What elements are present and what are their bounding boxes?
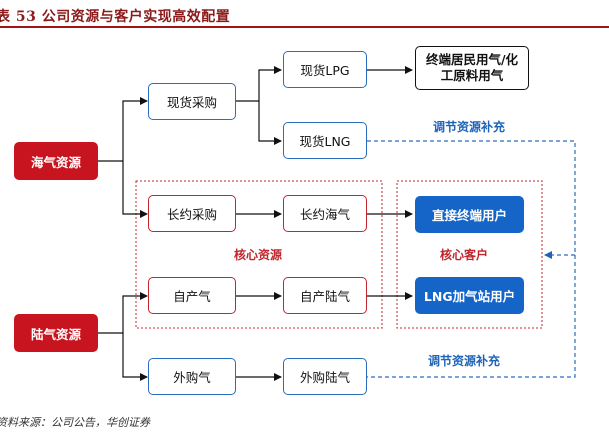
- self-produced-land-gas-node: 自产陆气: [283, 277, 367, 314]
- spot-lpg-node: 现货LPG: [283, 51, 367, 88]
- connector-land-purchased: [122, 333, 148, 381]
- self-produced-gas-node: 自产气: [148, 277, 236, 314]
- purchased-gas-node: 外购气: [148, 358, 236, 395]
- connector-spot-lpg: [236, 66, 282, 102]
- connector-spot-lng: [258, 101, 282, 145]
- core-resources-group: [135, 180, 383, 329]
- core-customers-group: [396, 180, 543, 329]
- connector-land-self: [98, 292, 148, 334]
- sea-gas-source-node: 海气资源: [14, 142, 98, 180]
- adjust-resources-label-bottom: 调节资源补充: [428, 354, 501, 368]
- spot-lng-node: 现货LNG: [283, 122, 367, 159]
- core-customers-label: 核心客户: [440, 248, 489, 262]
- connector-sea-spot: [98, 97, 148, 162]
- connector-sea-long: [122, 161, 148, 218]
- figure-title: 表 53 公司资源与客户实现高效配置: [0, 9, 231, 25]
- connector-adjust-loop: [367, 140, 576, 378]
- end-users-node: 终端居民用气/化工原料用气: [415, 46, 529, 90]
- figure-title-bar: 表 53 公司资源与客户实现高效配置: [0, 0, 609, 28]
- title-underline: [0, 26, 609, 28]
- long-term-purchase-node: 长约采购: [148, 195, 236, 232]
- adjust-resources-label-top: 调节资源补充: [433, 120, 506, 134]
- purchased-land-gas-node: 外购陆气: [283, 358, 367, 395]
- spot-purchase-node: 现货采购: [148, 83, 236, 120]
- long-term-sea-gas-node: 长约海气: [283, 195, 367, 232]
- core-resources-label: 核心资源: [234, 248, 283, 262]
- direct-end-users-node: 直接终端用户: [415, 196, 524, 233]
- lng-station-users-node: LNG加气站用户: [415, 277, 524, 314]
- land-gas-source-node: 陆气资源: [14, 314, 98, 352]
- source-note: 资料来源：公司公告，华创证券: [0, 416, 150, 429]
